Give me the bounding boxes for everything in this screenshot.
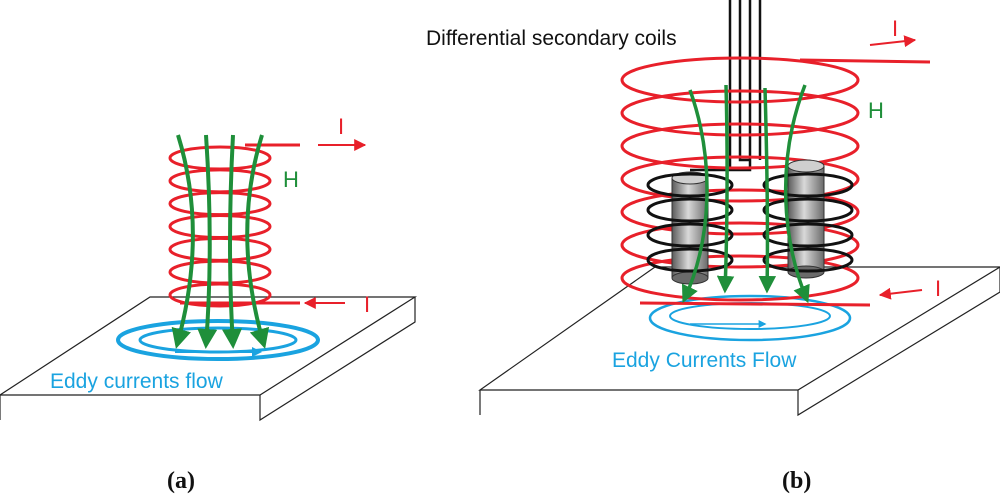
coil-b-lead-top (799, 58, 931, 64)
coil-a-turn (168, 236, 272, 262)
secondary-turn (646, 247, 734, 273)
panel-a: I I H Eddy currents flow (a) (0, 114, 418, 494)
panel-b: Differential secondary coils I I H Eddy … (426, 0, 1000, 494)
secondary-turn (762, 222, 854, 248)
secondary-turn (762, 172, 854, 198)
coil-a-turn (168, 259, 272, 285)
secondary-coils-label: Differential secondary coils (426, 27, 677, 50)
current-label-b-top: I (892, 16, 898, 41)
secondary-turn (646, 172, 734, 198)
core-left (671, 171, 709, 285)
field-label-b: H (868, 98, 884, 123)
current-label-b-bottom: I (935, 276, 941, 301)
current-arrow-b-bottom (878, 287, 923, 300)
coil-b-turn (620, 254, 860, 302)
caption-a: (a) (167, 468, 195, 494)
coil-a-turn (168, 214, 272, 239)
coil-b-turn (620, 56, 860, 104)
coil-a-turn (168, 168, 272, 194)
coil-b-turn (620, 188, 860, 236)
secondary-wires (690, 0, 762, 172)
current-arrow-b-top (869, 35, 917, 48)
coil-b-turn (620, 155, 860, 203)
eddy-label-b: Eddy Currents Flow (612, 349, 797, 372)
coil-b-turn (620, 122, 860, 170)
secondary-turn (646, 197, 734, 223)
secondary-turn (646, 222, 734, 248)
coil-a-turn (168, 191, 272, 217)
current-label-a-top: I (338, 114, 344, 139)
excitation-coil-b (620, 56, 860, 302)
eddy-label-a: Eddy currents flow (50, 370, 224, 393)
secondary-turn (762, 197, 854, 223)
coil-b-turn (620, 221, 860, 269)
secondary-turn (762, 247, 854, 273)
coil-a-turn (168, 282, 272, 308)
field-label-a: H (283, 167, 299, 192)
current-label-a-bottom: I (364, 292, 370, 317)
eddy-rings-a (116, 319, 320, 361)
coil-b-turn (620, 89, 860, 137)
field-lines-a (171, 134, 270, 349)
field-lines-b (681, 84, 810, 304)
coil-b-lead-bottom (639, 301, 871, 307)
caption-b: (b) (782, 468, 811, 494)
excitation-coil-a (168, 145, 272, 308)
differential-secondary-coils (646, 172, 854, 273)
